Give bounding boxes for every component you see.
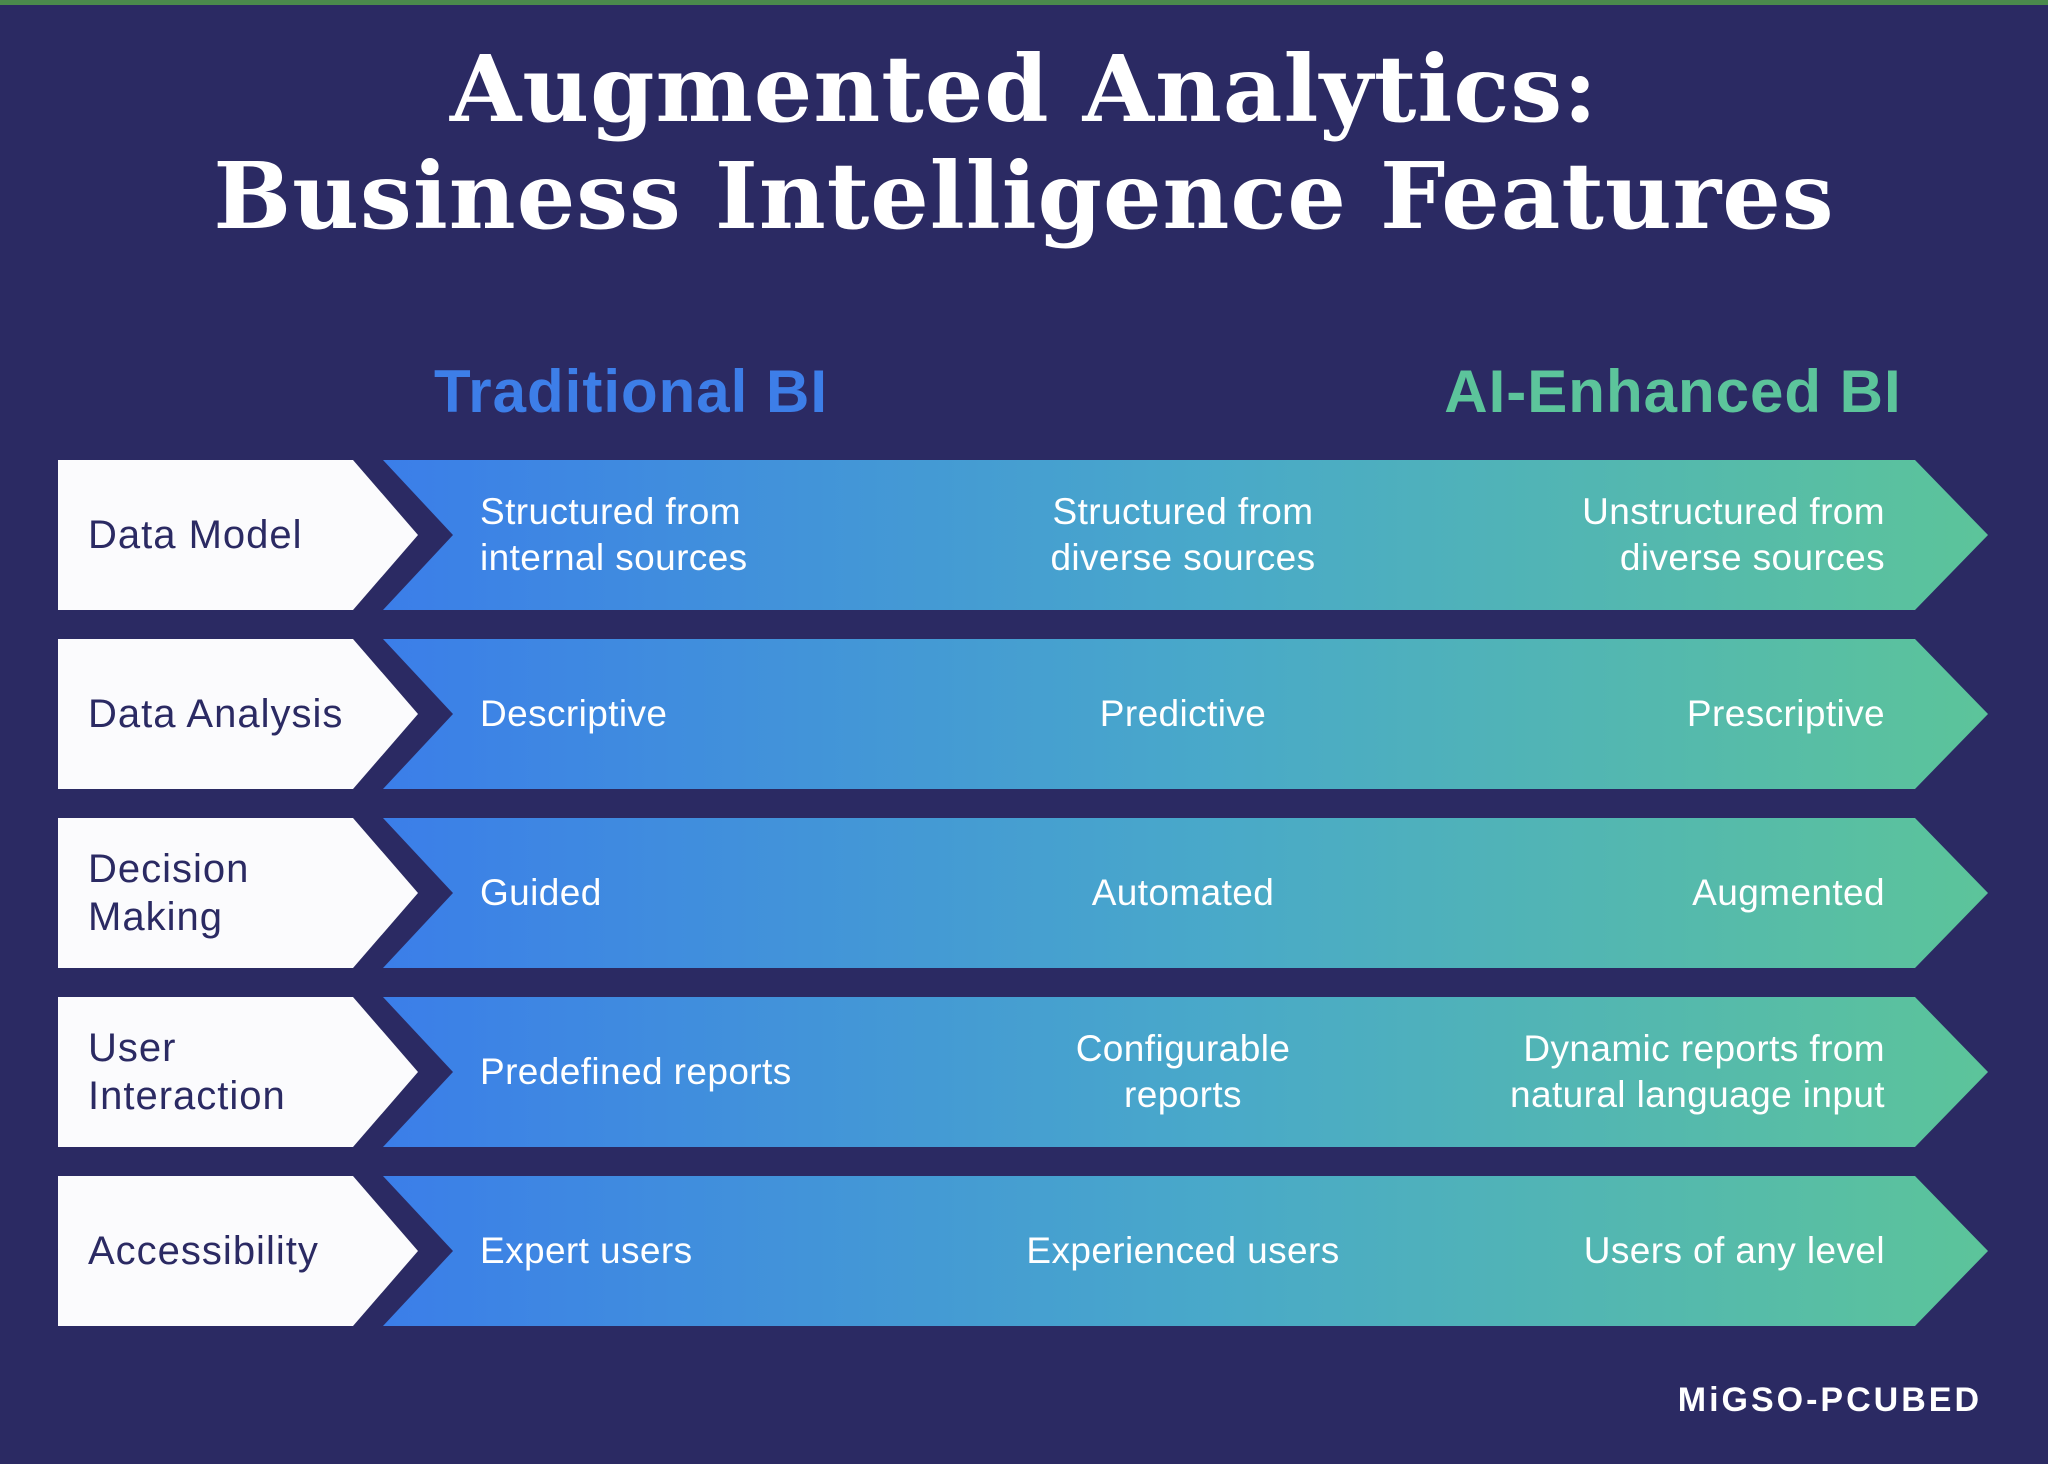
cell-ai-enhanced: Dynamic reports from natural language in… [1510,1028,1885,1115]
cell-ai-enhanced: Users of any level [1583,1230,1885,1271]
cell-ai-enhanced: Augmented [1692,872,1885,913]
cell-ai-enhanced: Prescriptive [1686,693,1885,734]
cell-middle: Experienced users [1026,1230,1340,1271]
feature-row-data-model: Data Model Structured from internal sour… [0,460,2048,610]
row-label-arrow: Accessibility [58,1176,418,1326]
row-label: Data Model [88,513,303,557]
top-accent-bar [0,0,2048,5]
page-title: Augmented Analytics: Business Intelligen… [0,36,2048,250]
row-label: Decision Making [88,847,250,939]
page-title-line2: Business Intelligence Features [213,142,1835,250]
feature-row-data-analysis: Data Analysis Descriptive Predictive Pre… [0,639,2048,789]
row-label: User Interaction [88,1026,286,1118]
column-header-traditional-bi: Traditional BI [433,358,829,425]
cell-middle: Automated [1091,872,1275,913]
cell-traditional: Predefined reports [480,1051,792,1092]
cell-traditional: Expert users [480,1230,693,1271]
column-header-ai-enhanced-bi: AI-Enhanced BI [1444,358,1902,425]
cell-traditional: Descriptive [480,693,668,734]
row-label-arrow: Data Analysis [58,639,418,789]
feature-row-decision-making: Decision Making Guided Automated Augment… [0,818,2048,968]
row-label-arrow: User Interaction [58,997,418,1147]
feature-row-accessibility: Accessibility Expert users Experienced u… [0,1176,2048,1326]
cell-middle: Structured from diverse sources [1050,491,1316,578]
migso-pcubed-logo: MiGSO-PCUBED [1677,1381,1982,1419]
row-gradient-arrow: Guided Automated Augmented [383,818,1988,968]
row-label-arrow: Decision Making [58,818,418,968]
row-gradient-arrow: Expert users Experienced users Users of … [383,1176,1988,1326]
cell-traditional: Guided [480,872,602,913]
row-label: Accessibility [88,1229,319,1273]
row-gradient-arrow: Descriptive Predictive Prescriptive [383,639,1988,789]
row-label: Data Analysis [88,692,344,736]
feature-row-user-interaction: User Interaction Predefined reports Conf… [0,997,2048,1147]
cell-middle: Predictive [1099,693,1267,734]
cell-middle: Configurable reports [1075,1028,1291,1115]
cell-traditional: Structured from internal sources [480,491,748,578]
row-gradient-arrow: Structured from internal sources Structu… [383,460,1988,610]
row-label-arrow: Data Model [58,460,418,610]
cell-ai-enhanced: Unstructured from diverse sources [1582,491,1885,578]
page-title-line1: Augmented Analytics: [449,35,1599,143]
row-gradient-arrow: Predefined reports Configurable reports … [383,997,1988,1147]
